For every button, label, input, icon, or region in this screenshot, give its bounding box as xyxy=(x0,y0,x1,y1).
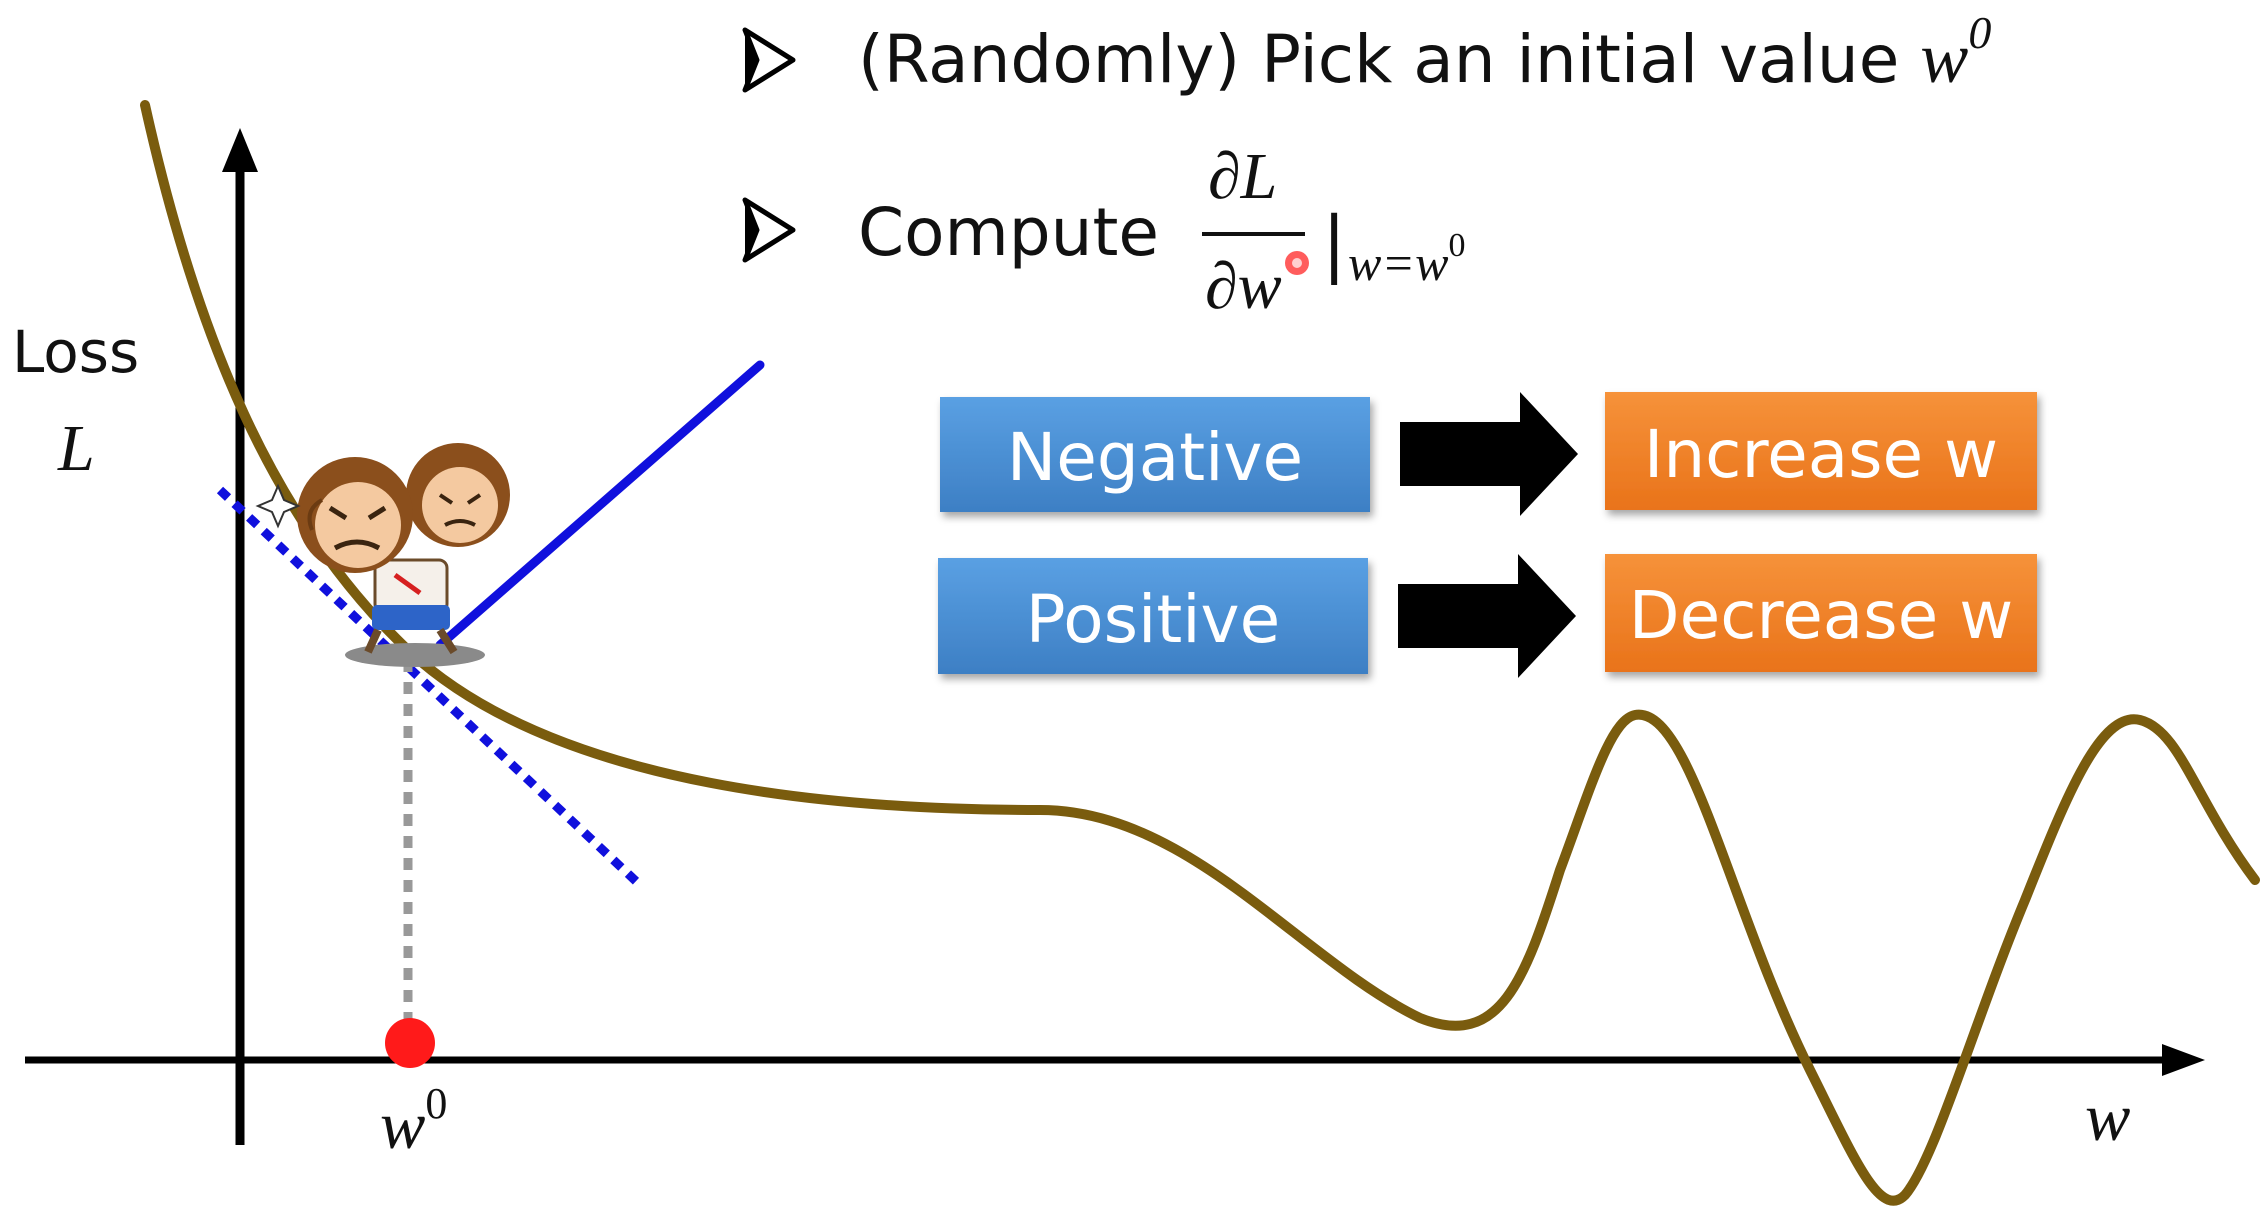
negative-box xyxy=(940,397,1370,512)
block-right-arrow-icon xyxy=(1400,392,1578,516)
increase-label: Increase w xyxy=(1644,416,1998,493)
initial-point-label-sup: 0 xyxy=(425,1079,447,1128)
rule-positive: Positive Decrease w xyxy=(938,554,2037,678)
evaluation-bar: | xyxy=(1322,201,1346,286)
evaluation-subscript-eq: w=w xyxy=(1348,235,1448,291)
arrowhead-bullet-icon xyxy=(742,197,796,263)
bullet-1-label: (Randomly) Pick an initial value xyxy=(858,21,1920,98)
y-axis-label-l: L xyxy=(57,412,95,485)
initial-point-label-var: w xyxy=(380,1087,425,1163)
evaluation-subscript-sup: 0 xyxy=(1448,227,1465,264)
initial-point xyxy=(385,1018,435,1068)
derivative-denominator: ∂w xyxy=(1205,250,1282,323)
positive-label: Positive xyxy=(1026,581,1280,658)
x-axis-arrowhead xyxy=(2162,1044,2205,1076)
initial-point-label: w0 xyxy=(380,1079,447,1163)
derivative-numerator: ∂L xyxy=(1208,140,1277,213)
loss-curve xyxy=(140,100,2260,1206)
axes xyxy=(25,128,2205,1145)
tangent-line-dotted xyxy=(216,486,644,889)
evaluation-subscript: w=w0 xyxy=(1348,227,1465,291)
rule-negative: Negative Increase w xyxy=(940,392,2037,516)
x-axis-label-w: w xyxy=(2085,1079,2130,1155)
monkey-character-icon xyxy=(255,443,510,667)
increase-box xyxy=(1605,392,2037,510)
y-axis-arrowhead xyxy=(222,128,258,172)
tangent-line-solid xyxy=(435,360,765,650)
decrease-box xyxy=(1605,554,2037,672)
bullet-1-var: w xyxy=(1920,18,1968,98)
negative-label: Negative xyxy=(1007,419,1303,496)
bullet-1-text: (Randomly) Pick an initial value w0 xyxy=(858,7,1991,98)
bullet-pick-initial: (Randomly) Pick an initial value w0 xyxy=(742,7,1991,98)
y-axis-label-loss: Loss xyxy=(12,318,139,386)
block-right-arrow-icon xyxy=(1398,554,1576,678)
bullet-2-label: Compute xyxy=(858,194,1159,271)
bullet-1-sup: 0 xyxy=(1968,7,1991,58)
positive-box xyxy=(938,558,1368,674)
arrowhead-bullet-icon xyxy=(742,27,796,93)
bullet-compute-gradient: Compute ∂L ∂w | w=w0 xyxy=(742,140,1465,323)
decrease-label: Decrease w xyxy=(1629,577,2013,654)
